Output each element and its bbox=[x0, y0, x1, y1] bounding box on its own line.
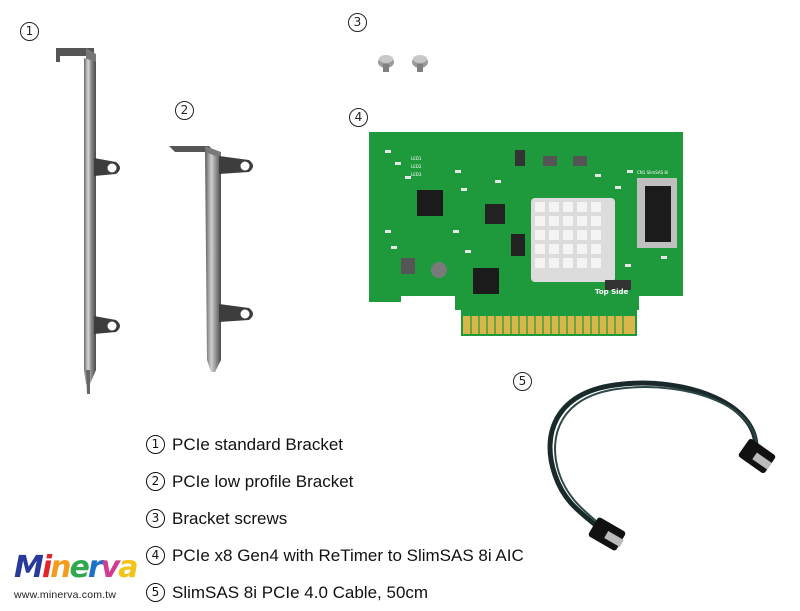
logo-letter: n bbox=[50, 550, 71, 585]
standard-bracket-icon bbox=[56, 48, 120, 394]
logo-letter: v bbox=[100, 550, 121, 585]
legend-item-aic: 4 PCIe x8 Gen4 with ReTimer to SlimSAS 8… bbox=[146, 537, 524, 574]
pcie-card-icon: LED1 LED2 LED3 CN1 SlimSAS 8i Top Side bbox=[369, 132, 683, 336]
logo-letter: e bbox=[69, 550, 90, 585]
legend-label-2: PCIe low profile Bracket bbox=[172, 471, 354, 491]
legend-number-5: 5 bbox=[146, 583, 165, 602]
callout-4: 4 bbox=[349, 108, 368, 127]
slimsas-cable-icon bbox=[547, 380, 776, 551]
legend-item-bracket-screws: 3 Bracket screws bbox=[146, 500, 524, 537]
callout-5: 5 bbox=[513, 372, 532, 391]
legend-number-3: 3 bbox=[146, 509, 165, 528]
logo-url: www.minerva.com.tw bbox=[14, 589, 117, 601]
logo-letter: r bbox=[87, 550, 103, 585]
board-led-label-3: LED3 bbox=[411, 172, 422, 177]
parts-legend: 1 PCIe standard Bracket 2 PCIe low profi… bbox=[146, 426, 524, 611]
legend-label-3: Bracket screws bbox=[172, 508, 288, 528]
callout-3: 3 bbox=[348, 13, 367, 32]
legend-number-2: 2 bbox=[146, 472, 165, 491]
legend-item-low-profile-bracket: 2 PCIe low profile Bracket bbox=[146, 463, 524, 500]
logo-letter: i bbox=[41, 550, 52, 585]
screw-icon bbox=[378, 55, 428, 72]
legend-number-1: 1 bbox=[146, 435, 165, 454]
logo-word: Minerva bbox=[14, 550, 139, 585]
legend-item-cable: 5 SlimSAS 8i PCIe 4.0 Cable, 50cm bbox=[146, 574, 524, 611]
callout-1: 1 bbox=[20, 22, 39, 41]
legend-item-standard-bracket: 1 PCIe standard Bracket bbox=[146, 426, 524, 463]
callout-2: 2 bbox=[175, 101, 194, 120]
low-profile-bracket-icon bbox=[169, 146, 253, 372]
logo-letter: M bbox=[14, 550, 44, 585]
legend-label-4: PCIe x8 Gen4 with ReTimer to SlimSAS 8i … bbox=[172, 545, 524, 565]
board-connector-label: CN1 SlimSAS 8i bbox=[637, 170, 668, 175]
legend-number-4: 4 bbox=[146, 546, 165, 565]
minerva-logo: Minerva www.minerva.com.tw bbox=[14, 550, 139, 602]
logo-letter: a bbox=[118, 550, 138, 585]
legend-label-1: PCIe standard Bracket bbox=[172, 434, 344, 454]
legend-label-5: SlimSAS 8i PCIe 4.0 Cable, 50cm bbox=[172, 582, 429, 602]
board-led-label-2: LED2 bbox=[411, 164, 422, 169]
board-led-label-1: LED1 bbox=[411, 156, 422, 161]
board-side-label: Top Side bbox=[595, 288, 629, 296]
